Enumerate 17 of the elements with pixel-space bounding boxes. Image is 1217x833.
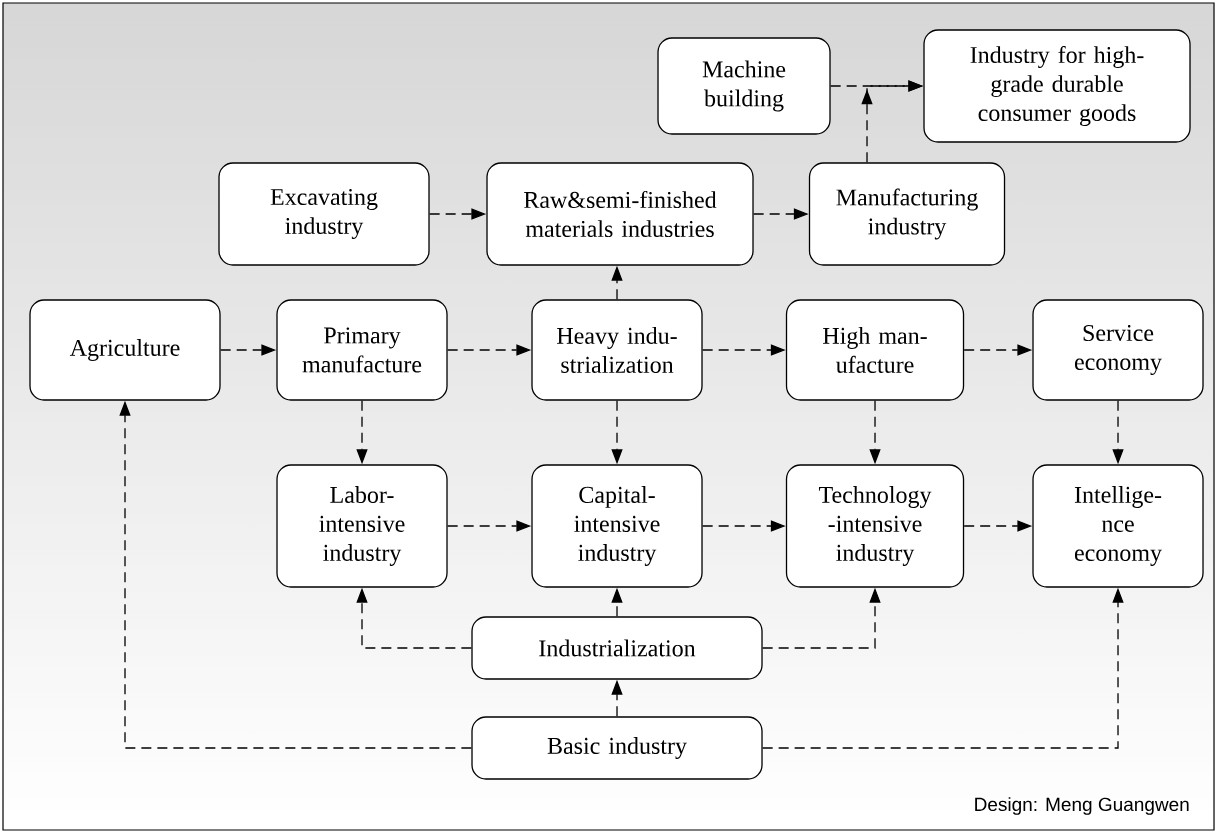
process-box: Machine building bbox=[657, 37, 831, 135]
process-box: Raw&semi-finished materials industries bbox=[486, 162, 754, 266]
process-box: Intellige- nce economy bbox=[1032, 464, 1204, 588]
process-box: Manufacturing industry bbox=[808, 162, 1006, 266]
process-box: Primary manufacture bbox=[276, 299, 448, 401]
process-box: Heavy indu- strialization bbox=[531, 299, 703, 401]
process-box: Technology -intensive industry bbox=[785, 464, 965, 588]
process-box: High man- ufacture bbox=[785, 299, 965, 401]
process-box: Capital- intensive industry bbox=[531, 464, 703, 588]
process-box: Basic industry bbox=[471, 716, 763, 780]
process-box: Excavating industry bbox=[218, 162, 430, 266]
credit-text: Design: Meng Guangwen bbox=[975, 797, 1189, 815]
process-box: Labor- intensive industry bbox=[276, 464, 448, 588]
process-box: Agriculture bbox=[29, 299, 221, 401]
process-box: Industrialization bbox=[471, 616, 763, 680]
process-box: Service economy bbox=[1032, 299, 1204, 401]
process-box: Industry for high- grade durable consumer goods bbox=[923, 29, 1191, 143]
